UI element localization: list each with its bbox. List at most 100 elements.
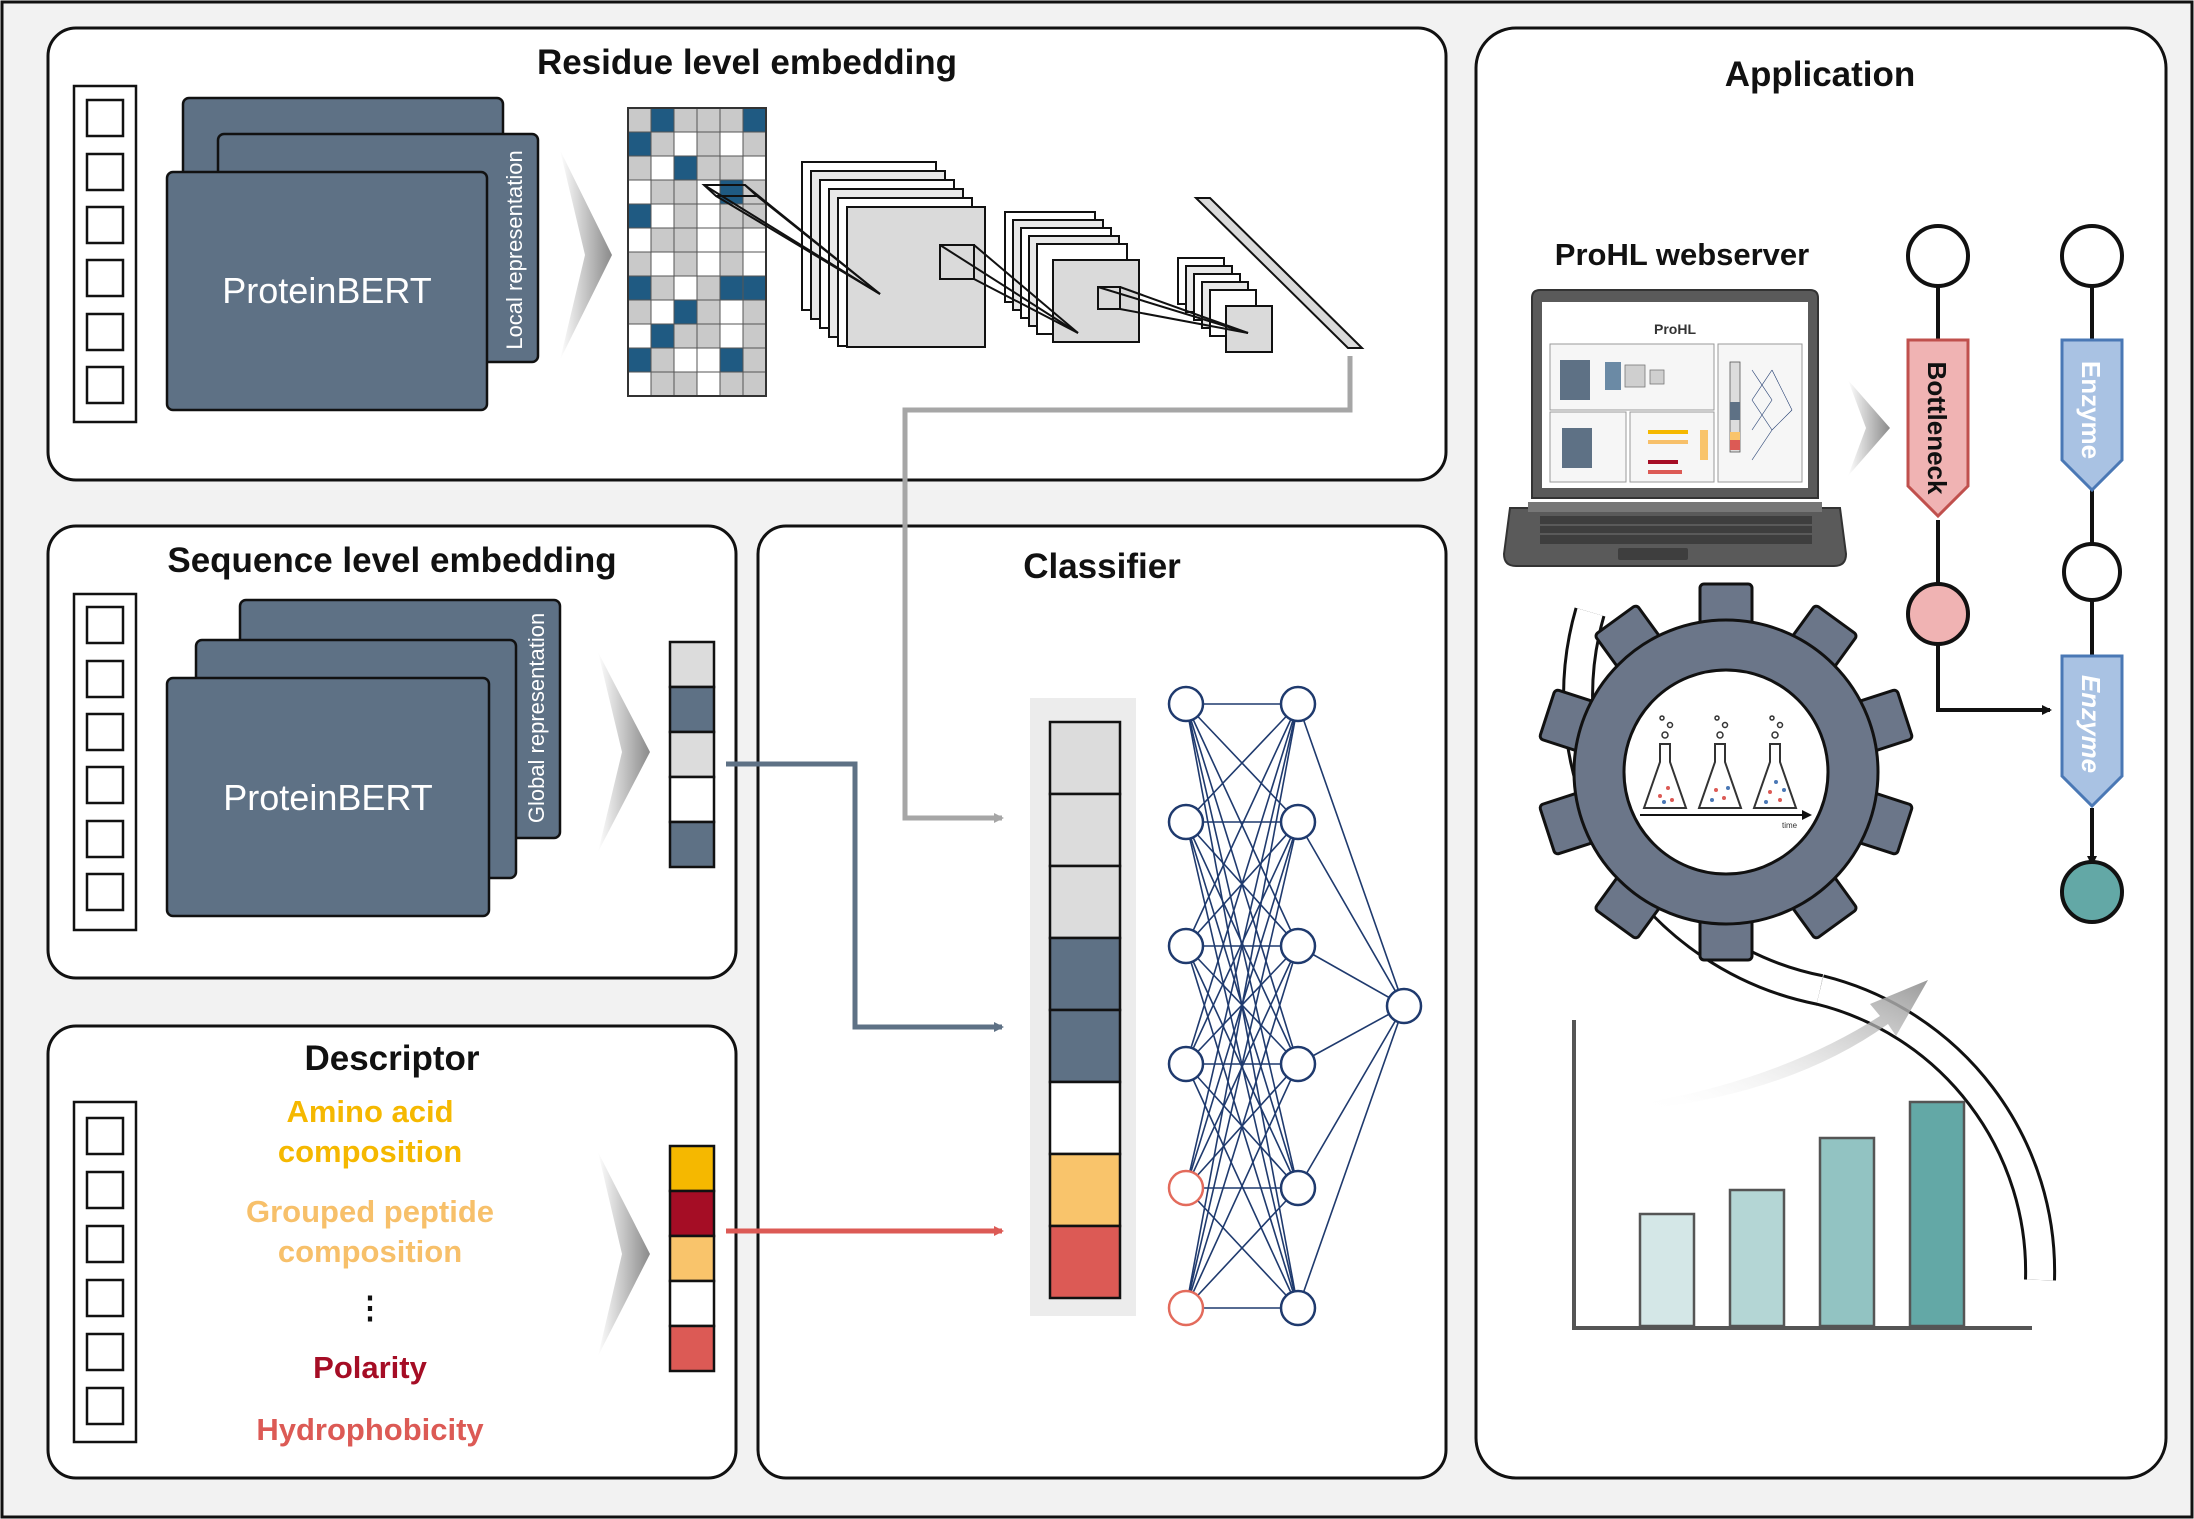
network-edge: [1185, 703, 1299, 1065]
grid-cell: [673, 131, 698, 157]
final-product-node: [2060, 860, 2124, 924]
bottleneck-enzyme-tag: Bottleneck: [1906, 338, 1970, 519]
grid-cell: [650, 275, 675, 301]
classifier-panel-title: Classifier: [1023, 547, 1181, 586]
descriptor-vector-cell: [668, 1189, 716, 1238]
sequence-representation-label: Global representation: [524, 613, 549, 823]
neural-network: [1167, 685, 1423, 1327]
descriptor-item-continued: composition: [278, 1234, 462, 1269]
grid-cell: [696, 131, 721, 157]
intermediate-node: [2062, 542, 2122, 602]
grid-cell: [696, 275, 721, 301]
enzyme-tag-2: Enzyme: [2060, 654, 2124, 809]
descriptor-panel: Descriptor Amino acidcompositionGrouped …: [46, 1024, 738, 1480]
grid-cell: [719, 107, 744, 133]
network-edge: [1185, 945, 1299, 1309]
network-edge: [1297, 1005, 1405, 1065]
grid-cell: [627, 227, 652, 253]
network-node: [1167, 1169, 1205, 1207]
network-edge: [1185, 703, 1299, 947]
grid-cell: [650, 203, 675, 229]
grid-cell: [650, 155, 675, 181]
application-panel-title: Application: [1725, 55, 1916, 94]
grid-cell: [650, 299, 675, 325]
classifier-vector-cell: [1048, 864, 1122, 940]
residue-proteinbert-stack: ProteinBERT Local representation: [165, 96, 540, 412]
grid-cell: [673, 107, 698, 133]
grid-cell: [650, 227, 675, 253]
webserver-label: ProHL webserver: [1555, 237, 1809, 272]
grid-cell: [719, 323, 744, 349]
flask-icons: [1642, 743, 1798, 809]
descriptor-input-slots: [72, 1100, 138, 1444]
growth-bar: [1728, 1188, 1786, 1328]
classifier-vector-cell: [1048, 1152, 1122, 1228]
grid-cell: [742, 155, 767, 181]
sequence-panel-title: Sequence level embedding: [167, 541, 616, 580]
grid-cell: [742, 371, 767, 397]
descriptor-chevron-arrow: [598, 1152, 650, 1356]
network-edge: [1185, 703, 1299, 823]
grid-cell: [742, 227, 767, 253]
network-node: [1167, 1289, 1205, 1327]
residue-panel-title: Residue level embedding: [537, 43, 957, 82]
grid-cell: [650, 371, 675, 397]
grid-cell: [650, 347, 675, 373]
network-node: [1167, 1045, 1205, 1083]
sequence-vector-cell: [668, 775, 716, 824]
grid-cell: [719, 227, 744, 253]
classifier-vector-cell: [1048, 936, 1122, 1012]
network-edge: [1185, 1063, 1299, 1309]
growth-bar: [1908, 1100, 1966, 1328]
grid-cell: [673, 155, 698, 181]
classifier-vector-cell: [1048, 1008, 1122, 1084]
residue-chevron-arrow: [560, 150, 612, 360]
network-edge: [1185, 703, 1299, 1309]
classifier-concatenated-vector: [1048, 720, 1122, 1300]
grid-cell: [696, 323, 721, 349]
network-edge: [1185, 821, 1299, 1309]
application-panel: Application ProHL webserver ProHL: [1474, 26, 2168, 1480]
grid-cell: [650, 251, 675, 277]
network-node: [1167, 927, 1205, 965]
growth-trend-arrow: [1638, 980, 1928, 1110]
grid-cell: [696, 155, 721, 181]
enzyme-label-1: Enzyme: [2076, 361, 2106, 459]
grid-cell: [719, 299, 744, 325]
network-edge: [1297, 821, 1405, 1007]
sequence-proteinbert-label: ProteinBERT: [223, 777, 432, 818]
network-edge: [1297, 703, 1405, 1007]
grid-cell: [673, 179, 698, 205]
residue-panel: Residue level embedding ProteinBERT Loca…: [46, 26, 1448, 482]
descriptor-item: Amino acid: [286, 1094, 453, 1129]
network-node: [1279, 1045, 1317, 1083]
network-node: [1279, 1289, 1317, 1327]
residue-embedding-grid: [627, 107, 767, 397]
network-edge: [1297, 1005, 1405, 1309]
classifier-vector-cell: [1048, 1080, 1122, 1156]
sequence-input-slots: [72, 592, 138, 932]
grid-cell: [627, 251, 652, 277]
network-node: [1279, 927, 1317, 965]
residue-representation-label: Local representation: [502, 150, 527, 349]
grid-cell: [696, 347, 721, 373]
sequence-proteinbert-stack: ProteinBERT Global representation: [165, 598, 562, 918]
grid-cell: [719, 155, 744, 181]
grid-cell: [696, 227, 721, 253]
grid-cell: [650, 323, 675, 349]
grid-cell: [742, 347, 767, 373]
laptop-icon: ProHL: [1502, 289, 1848, 567]
grid-cell: [673, 275, 698, 301]
grid-cell: [627, 203, 652, 229]
descriptor-vector-cell: [668, 1279, 716, 1328]
grid-cell: [696, 251, 721, 277]
grid-cell: [696, 203, 721, 229]
sequence-vector-cell: [668, 685, 716, 734]
grid-cell: [719, 347, 744, 373]
grid-cell: [742, 107, 767, 133]
grid-cell: [650, 131, 675, 157]
descriptor-item: Grouped peptide: [246, 1194, 494, 1229]
time-label: time: [1782, 821, 1798, 830]
grid-cell: [627, 323, 652, 349]
